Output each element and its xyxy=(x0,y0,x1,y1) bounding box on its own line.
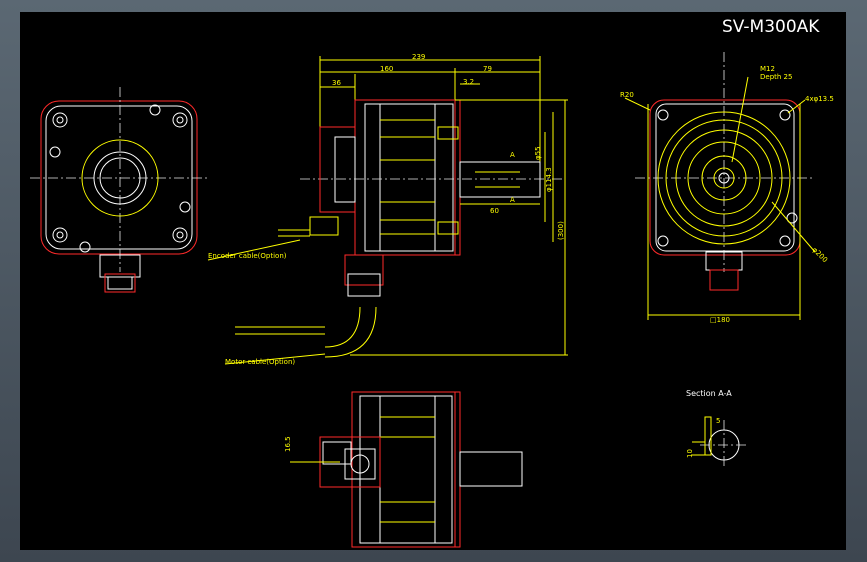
dim-radius: R20 xyxy=(620,91,634,99)
dim-pilot-dia: φ114.3 xyxy=(545,167,553,192)
cad-drawing: SV-M300AK 239 160 79 36 3.2 xyxy=(30,17,834,548)
dim-key: 60 xyxy=(490,207,499,215)
dim-tap: M12 xyxy=(760,65,775,73)
dim-tap-depth: Depth 25 xyxy=(760,73,792,81)
section-a-a: Section A-A 5 10 xyxy=(686,389,748,468)
dim-key-height: 10 xyxy=(686,449,694,458)
flange-view: □180 R20 M12 Depth 25 4xφ13.5 φ200 xyxy=(620,52,834,324)
dim-holes: 4xφ13.5 xyxy=(805,95,834,103)
left-end-view xyxy=(30,87,210,293)
encoder-cable-label: Encoder cable(Option) xyxy=(208,252,287,260)
dim-square: □180 xyxy=(710,316,730,324)
dim-body: 160 xyxy=(380,65,393,73)
section-title: Section A-A xyxy=(686,389,732,398)
dim-height: (300) xyxy=(557,221,565,240)
cad-canvas: SV-M300AK 239 160 79 36 3.2 xyxy=(20,12,846,550)
dim-key-width: 5 xyxy=(716,417,720,425)
section-mark-top: A xyxy=(510,151,515,159)
dim-shaft-dia: φ55 xyxy=(534,146,542,160)
side-view: 239 160 79 36 3.2 60 A A φ55 xyxy=(207,53,568,366)
bottom-view: 16.5 xyxy=(284,391,523,548)
dim-flange: 36 xyxy=(332,79,341,87)
dim-step: 3.2 xyxy=(463,78,474,86)
drawing-title: SV-M300AK xyxy=(722,17,820,37)
dim-pcd: φ200 xyxy=(811,246,829,264)
dim-shaft: 79 xyxy=(483,65,492,73)
dim-overall: 239 xyxy=(412,53,425,61)
section-mark-bottom: A xyxy=(510,196,515,204)
dim-side-offset: 16.5 xyxy=(284,436,292,452)
motor-cable-label: Motor cable(Option) xyxy=(225,358,295,366)
